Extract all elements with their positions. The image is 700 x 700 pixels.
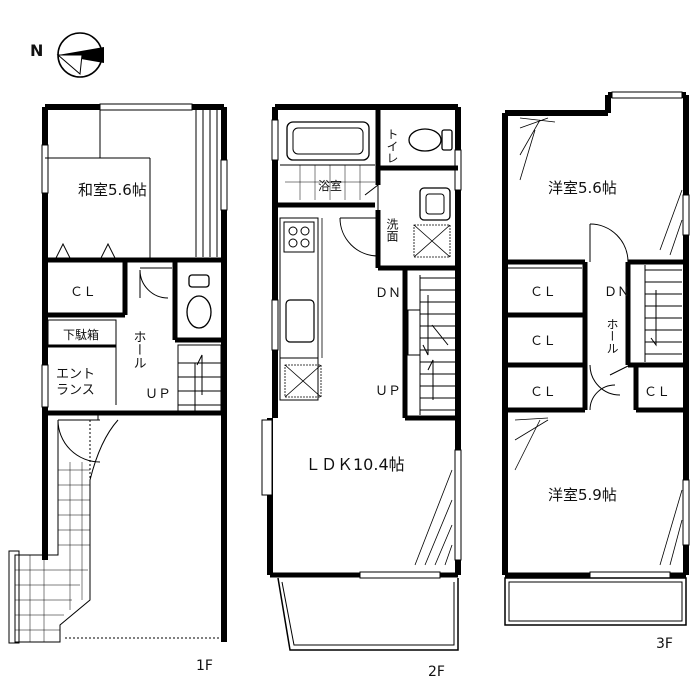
3f-closet-3-label: ＣＬ xyxy=(530,385,556,400)
1f-washitsu-label: 和室5.6帖 xyxy=(78,181,147,199)
1f-stair-treads xyxy=(178,362,221,413)
1f-entrance-label-line1: エント xyxy=(56,367,95,382)
2f-washroom-label: 洗面 xyxy=(385,218,399,242)
bath-door xyxy=(364,183,379,210)
1f-north-window xyxy=(99,103,193,111)
1f-hall-label: ホール xyxy=(131,330,146,369)
sliding-door-mark xyxy=(99,242,117,261)
2f-stair-landing xyxy=(407,309,421,356)
stove-icon xyxy=(283,221,315,253)
2f-toilet-label: トイレ xyxy=(385,128,399,164)
compass-arrow-tail xyxy=(56,54,83,76)
1f-stair-arrow-icon xyxy=(196,354,203,395)
toilet-icon xyxy=(408,128,442,152)
1f-entrance-label-line2: ランス xyxy=(56,383,95,398)
3f-western-south-label: 洋室5.9帖 xyxy=(548,486,617,504)
2f-stairs-up-label: ＵＰ xyxy=(375,384,401,399)
2f-floor-label: 2F xyxy=(428,664,445,680)
window-hatch xyxy=(414,469,453,566)
1f-shoe-box-label: 下駄箱 xyxy=(63,327,99,342)
approach-gate xyxy=(8,550,20,644)
2f-kitchen-window xyxy=(271,299,279,351)
sink-icon xyxy=(285,299,315,343)
3f-east-window-2 xyxy=(682,479,690,546)
2f-balcony-inner xyxy=(281,581,455,646)
2f-balcony xyxy=(277,577,459,651)
3f-stairs-down-label: ＤＮ xyxy=(604,285,630,300)
2f-south-window xyxy=(359,571,441,579)
3f-balcony xyxy=(504,577,687,626)
bathtub-icon xyxy=(286,121,370,161)
floor-3f xyxy=(502,91,690,626)
bath-floor-grid xyxy=(285,165,375,200)
2f-ldk-window xyxy=(454,449,462,561)
1f-stairs xyxy=(177,344,222,414)
3f-east-window-1 xyxy=(682,194,690,236)
compass-north-label: N xyxy=(30,41,43,60)
tile-grid xyxy=(15,462,90,642)
window-hatch xyxy=(519,117,683,256)
closet-hatch xyxy=(195,110,218,257)
2f-ldk-label: ＬＤＫ10.4帖 xyxy=(305,455,405,474)
1f-east-window xyxy=(220,159,228,211)
1f-floor-label: 1F xyxy=(196,658,213,674)
3f-floor-label: 3F xyxy=(656,636,673,652)
3f-closet-2-label: ＣＬ xyxy=(530,334,556,349)
front-door-swing xyxy=(57,419,101,463)
1f-west-window xyxy=(41,144,49,194)
3f-balcony-inner xyxy=(508,581,683,622)
2f-bath-label: 浴室 xyxy=(318,178,342,193)
2f-stair-up-arrow-icon xyxy=(427,359,434,400)
2f-bay-window xyxy=(261,419,273,496)
1f-stairs-up-label: ＵＰ xyxy=(145,387,171,402)
1f-closet-label: ＣＬ xyxy=(70,285,96,300)
window-hatch xyxy=(514,417,683,566)
toilet-icon xyxy=(186,295,212,329)
door-swing xyxy=(139,269,169,299)
1f-entrance-window xyxy=(41,364,49,408)
2f-bath-window xyxy=(271,119,279,161)
floor-1f xyxy=(8,103,228,644)
approach-path xyxy=(14,419,119,643)
2f-stair-down-arrow-icon xyxy=(422,295,429,356)
3f-stair-treads xyxy=(644,265,682,362)
2f-stair-treads xyxy=(419,275,455,415)
washer-space xyxy=(413,224,451,258)
bathtub-inner xyxy=(292,127,364,155)
toilet-tank-icon xyxy=(441,129,453,151)
toilet-tank-icon xyxy=(188,274,210,288)
floor-2f xyxy=(261,104,462,651)
3f-hall-label: ホール xyxy=(605,318,619,354)
compass xyxy=(56,32,104,78)
3f-door-swing xyxy=(589,223,629,263)
sliding-door-mark xyxy=(54,242,72,261)
fridge-space xyxy=(284,364,322,398)
3f-closet-4-label: ＣＬ xyxy=(644,385,670,400)
washbasin-icon xyxy=(419,187,451,221)
3f-closet-1-label: ＣＬ xyxy=(530,285,556,300)
3f-western-north-label: 洋室5.6帖 xyxy=(548,179,617,197)
3f-door-swing xyxy=(589,364,621,396)
3f-stair-arrow-icon xyxy=(650,290,657,347)
2f-stairs-down-label: ＤＮ xyxy=(375,286,401,301)
3f-south-window xyxy=(589,571,671,579)
3f-north-window xyxy=(611,91,683,99)
washroom-door-swing xyxy=(339,217,379,257)
